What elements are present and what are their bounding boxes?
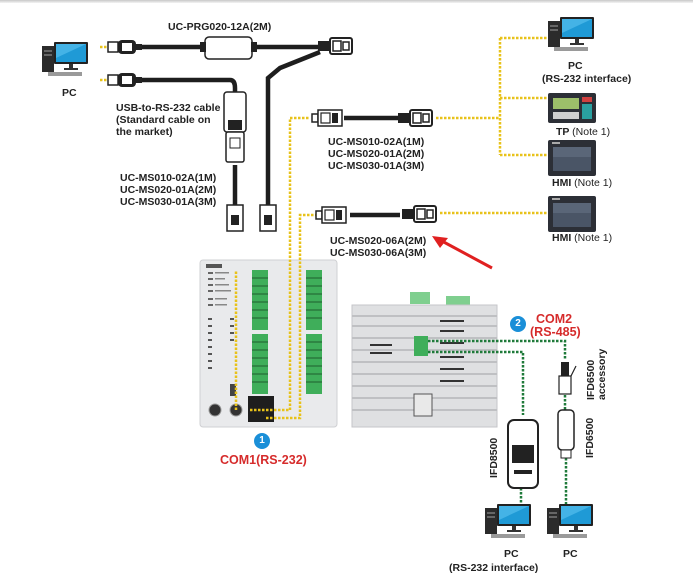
ifd8500-label: IFD8500 xyxy=(488,437,500,478)
hmi-2-name: HMI xyxy=(552,232,572,244)
uc-prg020-converter-box xyxy=(204,36,253,60)
db9-vertical-adapter xyxy=(223,91,247,163)
ifd6500-device xyxy=(557,409,575,459)
hmi-icon-1 xyxy=(548,140,596,176)
hmi-1-name: HMI xyxy=(552,177,572,189)
ms-mid-label-3: UC-MS030-01A(3M) xyxy=(328,160,425,172)
pc-left-icon xyxy=(42,42,88,76)
com1-label: COM1(RS-232) xyxy=(220,453,307,467)
com2-number-badge: 2 xyxy=(510,316,526,332)
hmi-1-note: (Note 1) xyxy=(574,177,613,189)
pc-rs232-top-sub-label: (RS-232 interface) xyxy=(542,73,632,85)
ifd6500-accessory xyxy=(558,362,577,395)
ms-mid-label-1: UC-MS010-02A(1M) xyxy=(328,136,425,148)
db9-connector-prg xyxy=(317,37,353,55)
rs232-links xyxy=(100,36,548,420)
pc-bottom-left-icon xyxy=(485,504,531,538)
ms06-label-2: UC-MS030-06A(3M) xyxy=(330,247,427,259)
ms-left-label-2: UC-MS020-01A(2M) xyxy=(120,184,217,196)
com2-sub-label: (RS-485) xyxy=(530,325,581,339)
ms06-label-1: UC-MS020-06A(2M) xyxy=(330,235,427,247)
tp-name: TP xyxy=(556,126,570,138)
usb-connector-usb232 xyxy=(107,72,143,88)
red-arrow-indicator xyxy=(432,236,493,270)
pc-bottom-left-sub-label: (RS-232 interface) xyxy=(449,562,539,574)
plc-front-unit xyxy=(199,259,338,428)
com2-label: COM2 xyxy=(536,312,573,326)
com1-port xyxy=(208,403,222,417)
com2-terminal-block xyxy=(414,336,428,356)
tp-label: TP (Note 1) xyxy=(556,126,610,138)
tp-icon xyxy=(548,93,596,123)
rs485-links xyxy=(428,339,568,505)
hmi-label-2: HMI (Note 1) xyxy=(552,232,612,244)
usb-rs232-cable-label-3: the market) xyxy=(116,126,173,138)
usb-rs232-cable-label-2: (Standard cable on xyxy=(116,114,211,126)
ms-left-label-1: UC-MS010-02A(1M) xyxy=(120,172,217,184)
prg-cable-label: UC-PRG020-12A(2M) xyxy=(168,21,272,33)
ms-mid-label-2: UC-MS020-01A(2M) xyxy=(328,148,425,160)
window-top-edge xyxy=(0,0,693,3)
plc-side-unit xyxy=(351,292,498,428)
pc-bottom-left-label: PC xyxy=(504,548,519,560)
pc-bottom-right-label: PC xyxy=(563,548,578,560)
usb-connector-prg xyxy=(107,39,143,55)
ms-left-label-3: UC-MS030-01A(3M) xyxy=(120,196,217,208)
db9-connector-ms-mid xyxy=(397,109,433,127)
hmi-label-1: HMI (Note 1) xyxy=(552,177,612,189)
com1-number-badge: 1 xyxy=(254,433,270,449)
tp-note: (Note 1) xyxy=(572,126,611,138)
cables xyxy=(140,44,400,218)
usb-rs232-cable-label-1: USB-to-RS-232 cable xyxy=(116,102,221,114)
ifd6500-accessory-label-2: accessory xyxy=(596,348,608,400)
db9-connector-ms06 xyxy=(401,205,437,223)
pc-rs232-top-label: PC xyxy=(568,60,583,72)
hmi-2-note: (Note 1) xyxy=(574,232,613,244)
minidin-connector-ms06 xyxy=(315,206,347,224)
pc-left-label: PC xyxy=(62,87,77,99)
pc-rs232-top-icon xyxy=(548,17,594,51)
ifd8500-device xyxy=(507,419,539,489)
hmi-icon-2 xyxy=(548,196,596,232)
ifd6500-label: IFD6500 xyxy=(584,417,596,458)
minidin-connector-ms-mid xyxy=(311,109,343,127)
pc-bottom-right-icon xyxy=(547,504,593,538)
minidin-vertical-plugs xyxy=(226,204,277,232)
plc-model-text-marker xyxy=(206,264,222,268)
